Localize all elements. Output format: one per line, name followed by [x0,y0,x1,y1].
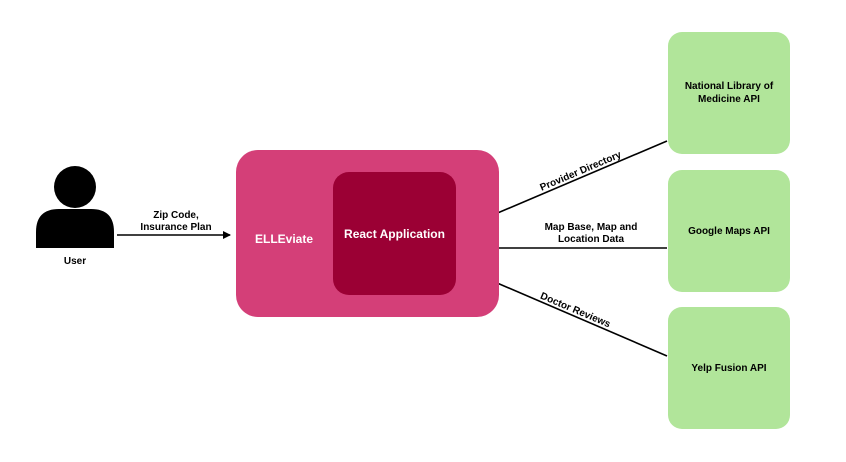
yelp-fusion-api-box: Yelp Fusion API [668,307,790,429]
nlm-api-box: National Library of Medicine API [668,32,790,154]
nlm-api-label: National Library of Medicine API [684,81,774,105]
user-input-label: Zip Code, Insurance Plan [140,210,212,233]
user-icon [36,166,114,248]
yelp-fusion-api-label: Yelp Fusion API [691,362,767,374]
user-label: User [63,256,87,267]
react-application-label: React Application [344,226,445,241]
google-maps-api-label: Google Maps API [688,225,770,237]
system-name: ELLEviate [255,232,314,246]
map-data-label: Map Base, Map and Location Data [544,222,638,245]
google-maps-api-box: Google Maps API [668,170,790,292]
react-application-box: React Application [333,172,456,295]
